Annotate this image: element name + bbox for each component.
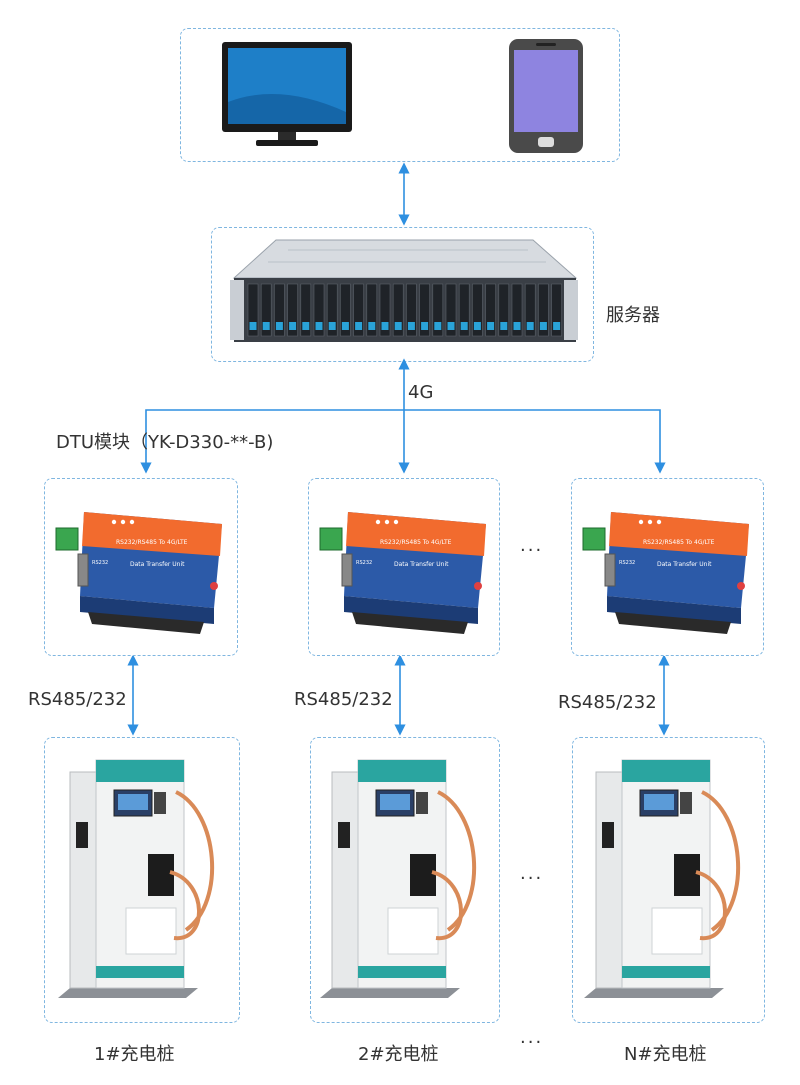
svg-text:RS232: RS232: [92, 560, 108, 566]
svg-text:RS232: RS232: [356, 560, 372, 566]
dtu-device-1: RS232/RS485 To 4G/LTE Data Transfer Unit R…: [55, 512, 222, 634]
server-rack-icon: [230, 239, 578, 342]
charging-pile-1: [58, 759, 215, 998]
monitor-icon: [222, 42, 352, 146]
phone-icon: [509, 39, 583, 153]
pile-label-1: 1#充电桩: [94, 1044, 175, 1065]
svg-text:Data Transfer Unit: Data Transfer Unit: [130, 561, 185, 568]
pile-label-2: 2#充电桩: [358, 1044, 439, 1065]
charging-pile-2: [320, 759, 477, 998]
svg-text:RS232: RS232: [619, 560, 635, 566]
rs-label-3: RS485/232: [558, 692, 657, 713]
svg-text:Data Transfer Unit: Data Transfer Unit: [394, 561, 449, 568]
network-label: 4G: [408, 382, 434, 403]
svg-text:RS232/RS485 To 4G/LTE: RS232/RS485 To 4G/LTE: [380, 539, 452, 546]
charging-pile-3: [584, 759, 741, 998]
svg-text:RS232/RS485 To 4G/LTE: RS232/RS485 To 4G/LTE: [116, 539, 188, 546]
server-label: 服务器: [606, 305, 660, 326]
dtu-device-3: RS232/RS485 To 4G/LTE Data Transfer Unit R…: [582, 512, 749, 634]
rs-label-1: RS485/232: [28, 689, 127, 710]
pile-label-3: N#充电桩: [624, 1044, 707, 1065]
svg-text:Data Transfer Unit: Data Transfer Unit: [657, 561, 712, 568]
svg-text:RS232/RS485 To 4G/LTE: RS232/RS485 To 4G/LTE: [643, 539, 715, 546]
pile-ellipsis: ···: [520, 868, 544, 889]
bus-line: [140, 409, 666, 474]
bottom-ellipsis: ···: [520, 1032, 544, 1053]
dtu-device-2: RS232/RS485 To 4G/LTE Data Transfer Unit R…: [319, 512, 486, 634]
dtu-ellipsis: ···: [520, 540, 544, 561]
dtu-label: DTU模块（YK-D330-**-B): [56, 432, 274, 453]
rs-label-2: RS485/232: [294, 689, 393, 710]
